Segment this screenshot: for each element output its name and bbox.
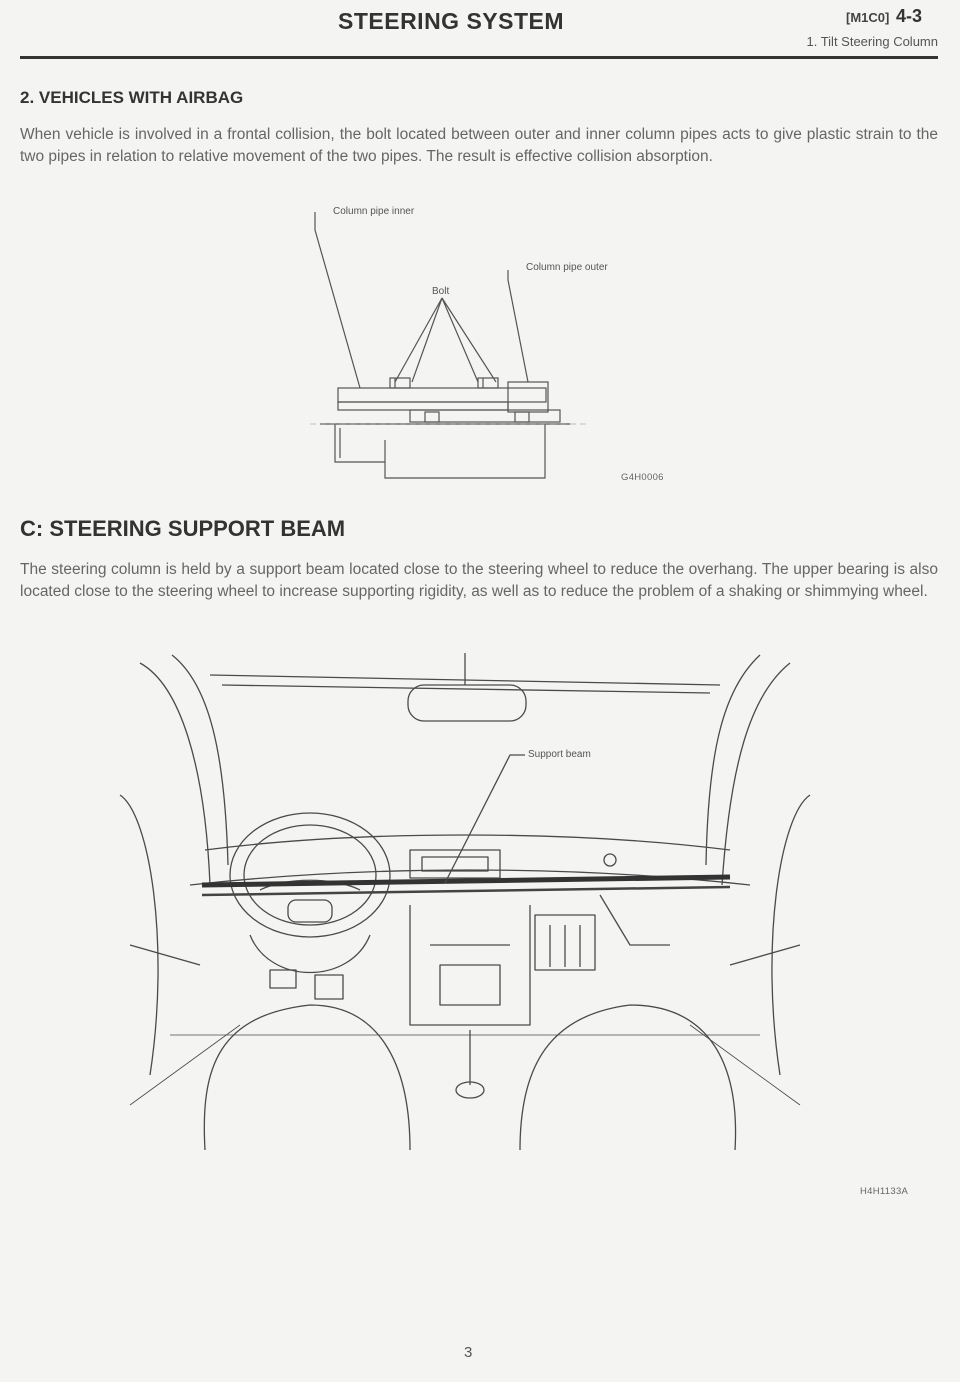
page-header-title: STEERING SYSTEM bbox=[338, 8, 565, 34]
page-number: 3 bbox=[464, 1344, 473, 1361]
figure-code-column: G4H0006 bbox=[621, 472, 664, 483]
label-support-beam: Support beam bbox=[528, 749, 591, 760]
label-column-pipe-outer: Column pipe outer bbox=[526, 262, 608, 273]
page-header-number: 4-3 bbox=[896, 6, 923, 26]
figure-code-support-beam: H4H1133A bbox=[860, 1186, 909, 1197]
support-beam-illustration bbox=[119, 653, 811, 1150]
page-header-code: [M1C0] bbox=[846, 10, 890, 25]
page-header-subtitle: 1. Tilt Steering Column bbox=[806, 34, 938, 49]
section-body-support-beam: The steering column is held by a support… bbox=[20, 561, 938, 600]
section-heading-support-beam: C: STEERING SUPPORT BEAM bbox=[20, 516, 346, 541]
section-body-airbag: When vehicle is involved in a frontal co… bbox=[20, 126, 938, 165]
column-pipe-diagram bbox=[310, 212, 590, 479]
section-heading-airbag: 2. VEHICLES WITH AIRBAG bbox=[20, 88, 244, 107]
label-bolt: Bolt bbox=[432, 286, 450, 297]
header-divider bbox=[20, 56, 938, 59]
label-column-pipe-inner: Column pipe inner bbox=[333, 206, 415, 217]
